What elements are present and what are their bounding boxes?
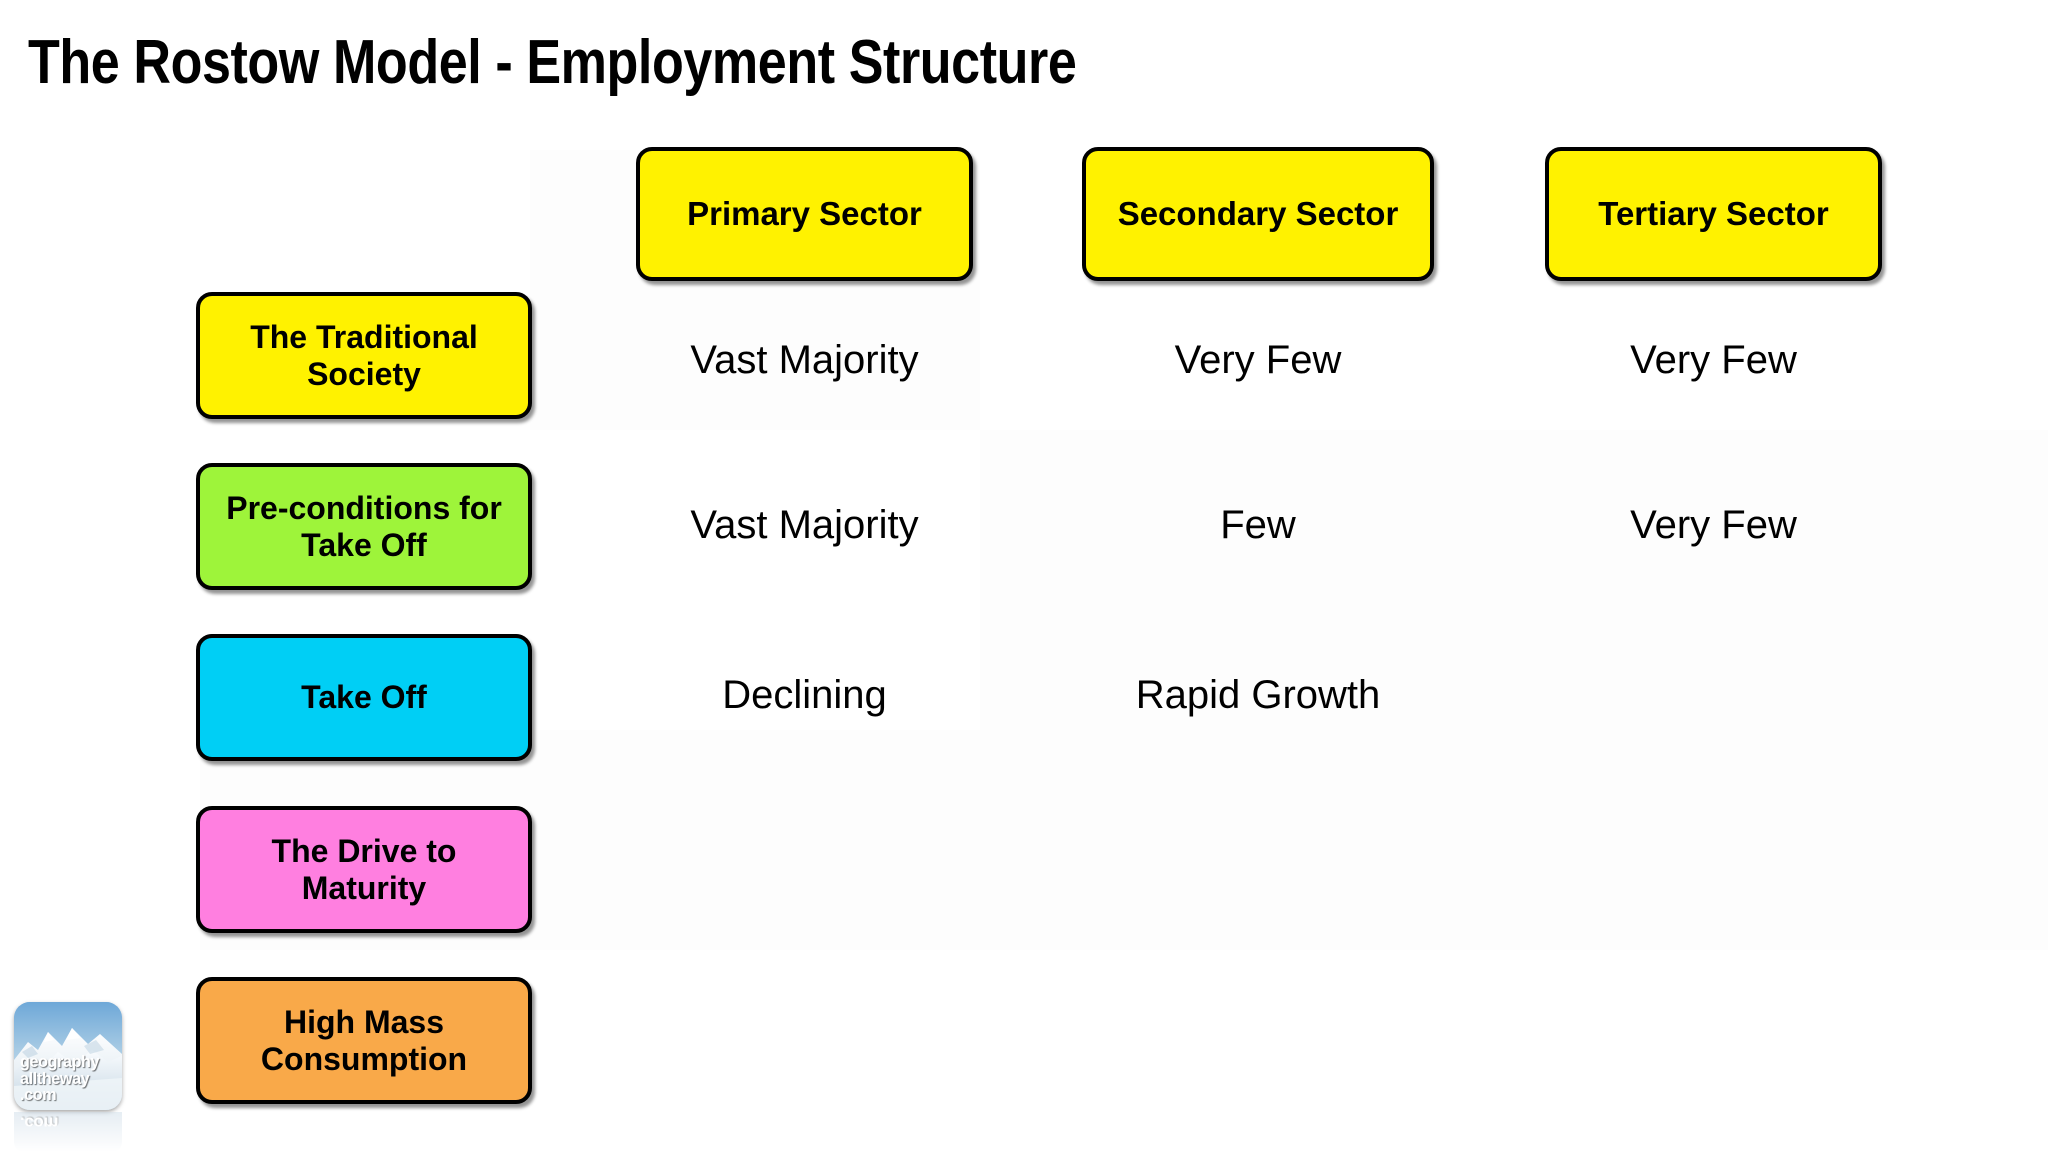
table-cell: Very Few bbox=[1630, 338, 1797, 382]
page-title: The Rostow Model - Employment Structure bbox=[28, 28, 1077, 97]
table-cell: Vast Majority bbox=[690, 503, 919, 547]
table-cell: Few bbox=[1220, 503, 1296, 547]
sector-header-primary[interactable]: Primary Sector bbox=[636, 147, 973, 281]
stage-box-take-off[interactable]: Take Off bbox=[196, 634, 532, 761]
logo-reflection-text: .com bbox=[20, 1113, 59, 1133]
sector-header-label: Tertiary Sector bbox=[1598, 195, 1829, 233]
stage-box-label: Pre-conditions for Take Off bbox=[226, 490, 502, 563]
sector-header-label: Primary Sector bbox=[687, 195, 922, 233]
table-cell: Very Few bbox=[1630, 503, 1797, 547]
logo-reflection: .com bbox=[14, 1112, 122, 1152]
stage-box-label: The Drive to Maturity bbox=[271, 833, 457, 906]
sector-header-secondary[interactable]: Secondary Sector bbox=[1082, 147, 1434, 281]
stage-box-label: The Traditional Society bbox=[250, 319, 478, 392]
stage-box-traditional-society[interactable]: The Traditional Society bbox=[196, 292, 532, 419]
stage-box-high-mass-consumption[interactable]: High Mass Consumption bbox=[196, 977, 532, 1104]
stage-box-preconditions-for-take-off[interactable]: Pre-conditions for Take Off bbox=[196, 463, 532, 590]
sector-header-label: Secondary Sector bbox=[1117, 195, 1399, 233]
site-logo[interactable]: geography alltheway .com bbox=[14, 1002, 122, 1110]
stage-box-label: Take Off bbox=[301, 679, 427, 716]
table-cell: Declining bbox=[722, 673, 887, 717]
stage-box-drive-to-maturity[interactable]: The Drive to Maturity bbox=[196, 806, 532, 933]
logo-line-3: .com bbox=[20, 1085, 57, 1105]
logo-line-2: alltheway bbox=[20, 1068, 90, 1088]
table-cell: Rapid Growth bbox=[1135, 673, 1381, 717]
logo-text: geography alltheway .com bbox=[20, 1052, 115, 1105]
logo-line-1: geography bbox=[20, 1052, 100, 1072]
mountain-icon bbox=[14, 1002, 122, 1110]
table-cell: Vast Majority bbox=[690, 338, 919, 382]
table-cell: Very Few bbox=[1174, 338, 1342, 382]
stage-box-label: High Mass Consumption bbox=[260, 1004, 468, 1077]
sector-header-tertiary[interactable]: Tertiary Sector bbox=[1545, 147, 1882, 281]
